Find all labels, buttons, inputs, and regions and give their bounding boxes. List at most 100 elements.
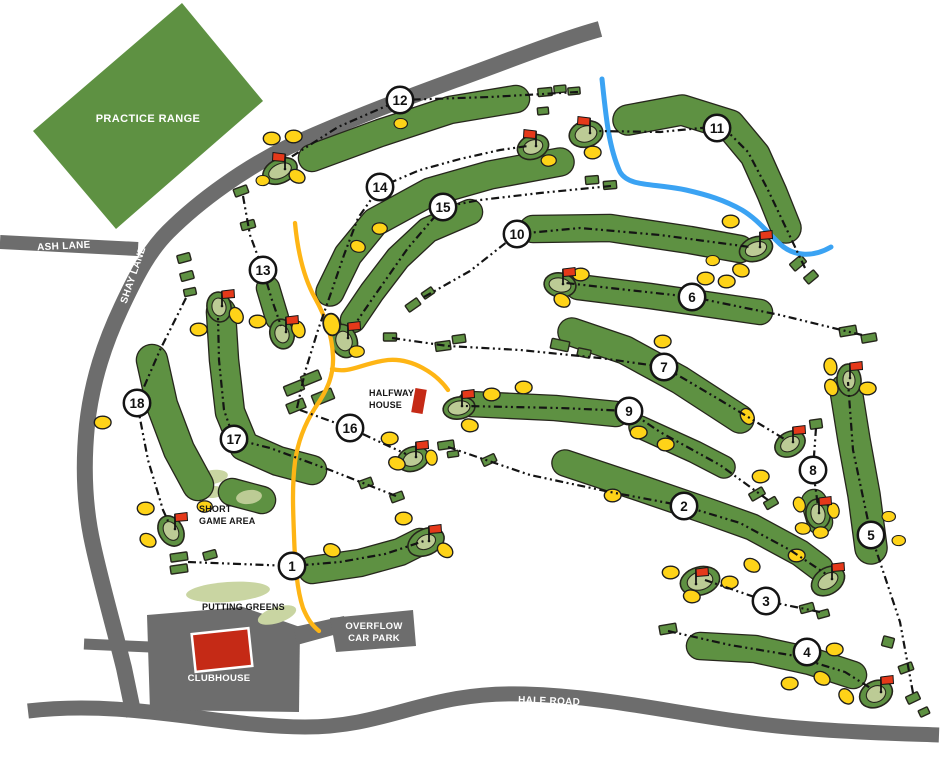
hole-line-6 [565, 281, 863, 337]
hole-number-18: 18 [129, 396, 145, 411]
hole-marker-6 [677, 282, 707, 312]
tee-box-hole-15 [584, 174, 600, 186]
tee-box-hole-18 [176, 251, 192, 265]
tee-box-hole-1 [202, 548, 218, 562]
bunker [629, 425, 648, 440]
practice-green-surface [236, 489, 262, 505]
hole-line-4 [667, 629, 873, 690]
bunker [425, 449, 438, 466]
bunker [792, 496, 806, 513]
bunker [540, 154, 557, 167]
buildings-layer [190, 385, 430, 674]
hole-line-1 [187, 539, 425, 568]
bunker [284, 129, 303, 144]
hole-marker-11 [702, 113, 732, 143]
bunker [881, 510, 896, 523]
tee-box-hole-1 [169, 551, 189, 563]
bunker [891, 534, 906, 547]
tee-box-hole-6 [838, 324, 858, 338]
bunker [732, 263, 750, 278]
bunker [682, 589, 701, 604]
fairway [520, 215, 753, 262]
stream [599, 76, 834, 257]
bunker [262, 131, 281, 146]
bunker [825, 642, 844, 657]
tee-box-hole-17 [389, 490, 405, 504]
putting-surface-hole-5 [842, 370, 856, 390]
putting-surface-hole-2 [817, 571, 839, 591]
bunker [858, 381, 877, 396]
bunker [288, 168, 306, 184]
fairway [629, 416, 735, 478]
hole-line-10 [423, 226, 751, 298]
bunker [436, 542, 454, 559]
cart-path [290, 220, 336, 634]
hole-marker-7 [649, 352, 679, 382]
hole-number-16: 16 [342, 421, 358, 436]
hole-line-17 [216, 317, 397, 498]
bunker [838, 688, 855, 705]
hole-number-15: 15 [435, 200, 451, 215]
flag-hole-14 [522, 128, 537, 140]
bunker [720, 575, 739, 590]
hole-number-17: 17 [226, 432, 241, 447]
bunker [661, 565, 680, 580]
bunker [482, 387, 501, 402]
flag-hole-3 [695, 566, 710, 578]
tee-box-hole-10 [404, 297, 422, 313]
bunker [248, 314, 267, 329]
flag-hole-1 [428, 523, 443, 535]
tee-box-hole-18 [179, 269, 195, 283]
hole-marker-3 [751, 586, 781, 616]
bunker [93, 415, 112, 430]
hale-road-label: HALE ROAD [518, 695, 581, 708]
bunker [136, 501, 155, 516]
fairway [341, 200, 482, 332]
halfway-house-label-line1: HALFWAY [369, 388, 414, 398]
practice-range-label: PRACTICE RANGE [96, 113, 201, 125]
halfway-house-label-line2: HOUSE [369, 400, 402, 410]
putting-surface-hole-10 [744, 240, 768, 258]
hole-number-2: 2 [680, 499, 688, 514]
hole-line-2 [447, 445, 827, 575]
bunker [739, 407, 755, 426]
tee-box-hole-10 [420, 286, 436, 300]
flag-hole-8 [818, 495, 833, 507]
hole-number-12: 12 [392, 93, 407, 108]
fairway [687, 633, 866, 688]
flag-hole-11 [576, 115, 591, 127]
short-game-area-label-line2: GAME AREA [199, 516, 256, 526]
flag-hole-15 [347, 320, 362, 332]
flag-hole-18 [174, 511, 189, 523]
putting-surface-hole-8 [810, 503, 826, 525]
clubhouse-label: CLUBHOUSE [188, 673, 251, 684]
hole-marker-4 [792, 637, 822, 667]
flag-hole-10 [759, 229, 774, 241]
tee-box-hole-5 [880, 635, 896, 649]
bunker [780, 676, 799, 691]
bunker [255, 174, 270, 187]
bunker [656, 437, 675, 452]
bunker [696, 271, 715, 286]
flag-hole-16 [415, 439, 430, 451]
tee-box-hole-12 [553, 84, 567, 94]
hole-line-11 [595, 124, 806, 269]
cart-path [329, 357, 451, 393]
bunker [743, 557, 761, 573]
putting-surface-hole-7 [780, 435, 800, 453]
hole-line-18 [135, 297, 187, 522]
stream-layer [599, 76, 834, 257]
hole-number-11: 11 [710, 121, 725, 136]
hole-number-10: 10 [509, 227, 524, 242]
hole-line-13 [241, 195, 283, 327]
putting-surface-hole-11 [574, 125, 598, 143]
tee-box-hole-7 [382, 332, 398, 342]
bunker [751, 469, 770, 484]
hale-road [27, 686, 940, 743]
tee-box-hole-5 [897, 661, 915, 675]
hole-marker-2 [669, 491, 699, 521]
tee-box-hole-12 [567, 86, 581, 96]
bunker [323, 543, 341, 558]
